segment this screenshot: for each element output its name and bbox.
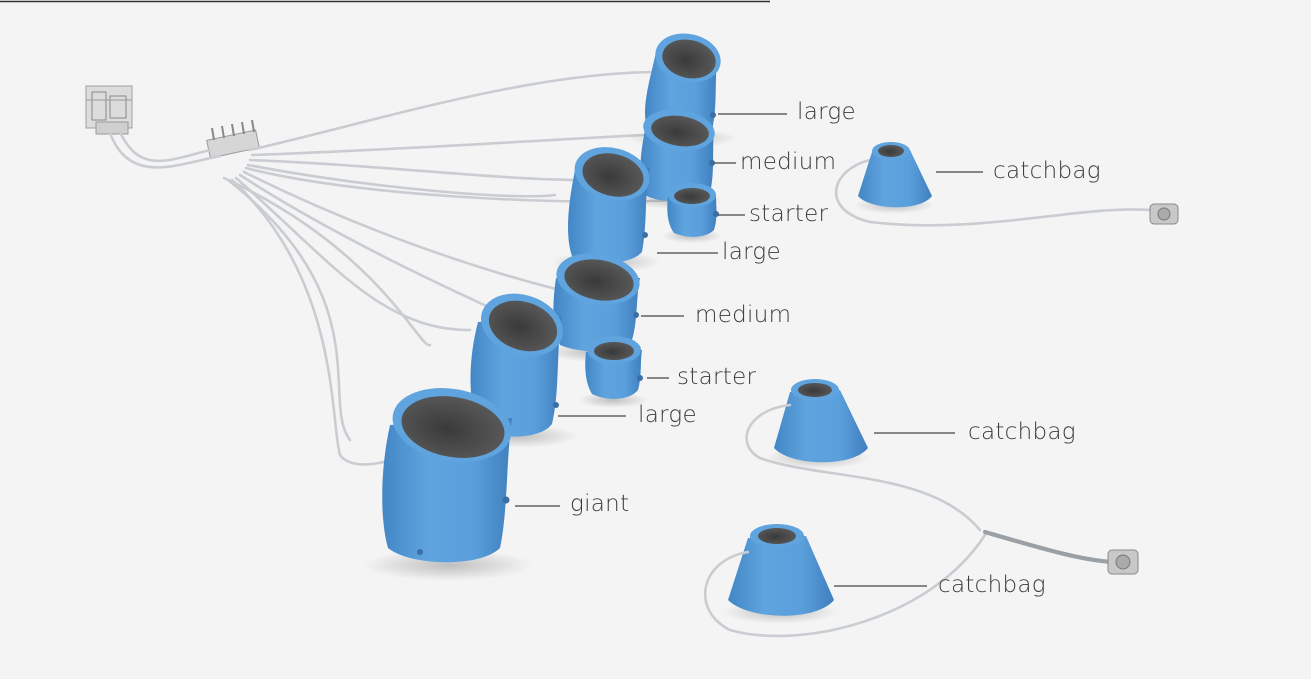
label-giant: giant [570, 491, 630, 517]
catchbag-top [834, 142, 1179, 227]
lift-bag-starter-top [662, 183, 722, 243]
control-unit [85, 85, 133, 135]
label-starter-top: starter [749, 201, 829, 227]
hose [118, 130, 212, 163]
label-medium-top: medium [740, 149, 837, 175]
catchbag-mid [745, 379, 982, 532]
lift-bag-giant [363, 388, 533, 581]
label-large-top: large [797, 99, 856, 125]
distribution-manifold [206, 119, 260, 159]
label-catchbag-top: catchbag [993, 158, 1101, 184]
label-starter-mid: starter [677, 364, 757, 390]
label-large-low: large [638, 402, 697, 428]
blower-unit [1107, 549, 1139, 575]
catchbag-low [704, 524, 1139, 638]
label-catchbag-low: catchbag [938, 572, 1046, 598]
lift-bag-starter-mid [578, 336, 648, 408]
hose [108, 131, 222, 169]
label-large-mid: large [722, 239, 781, 265]
label-medium-mid: medium [695, 302, 792, 328]
lift-bag-large-mid [551, 147, 661, 273]
leader-lines [515, 113, 983, 587]
label-catchbag-mid: catchbag [968, 419, 1076, 445]
blower-unit [1149, 203, 1179, 225]
supply-hoses [222, 70, 672, 466]
lift-bag-medium-mid [545, 253, 645, 362]
